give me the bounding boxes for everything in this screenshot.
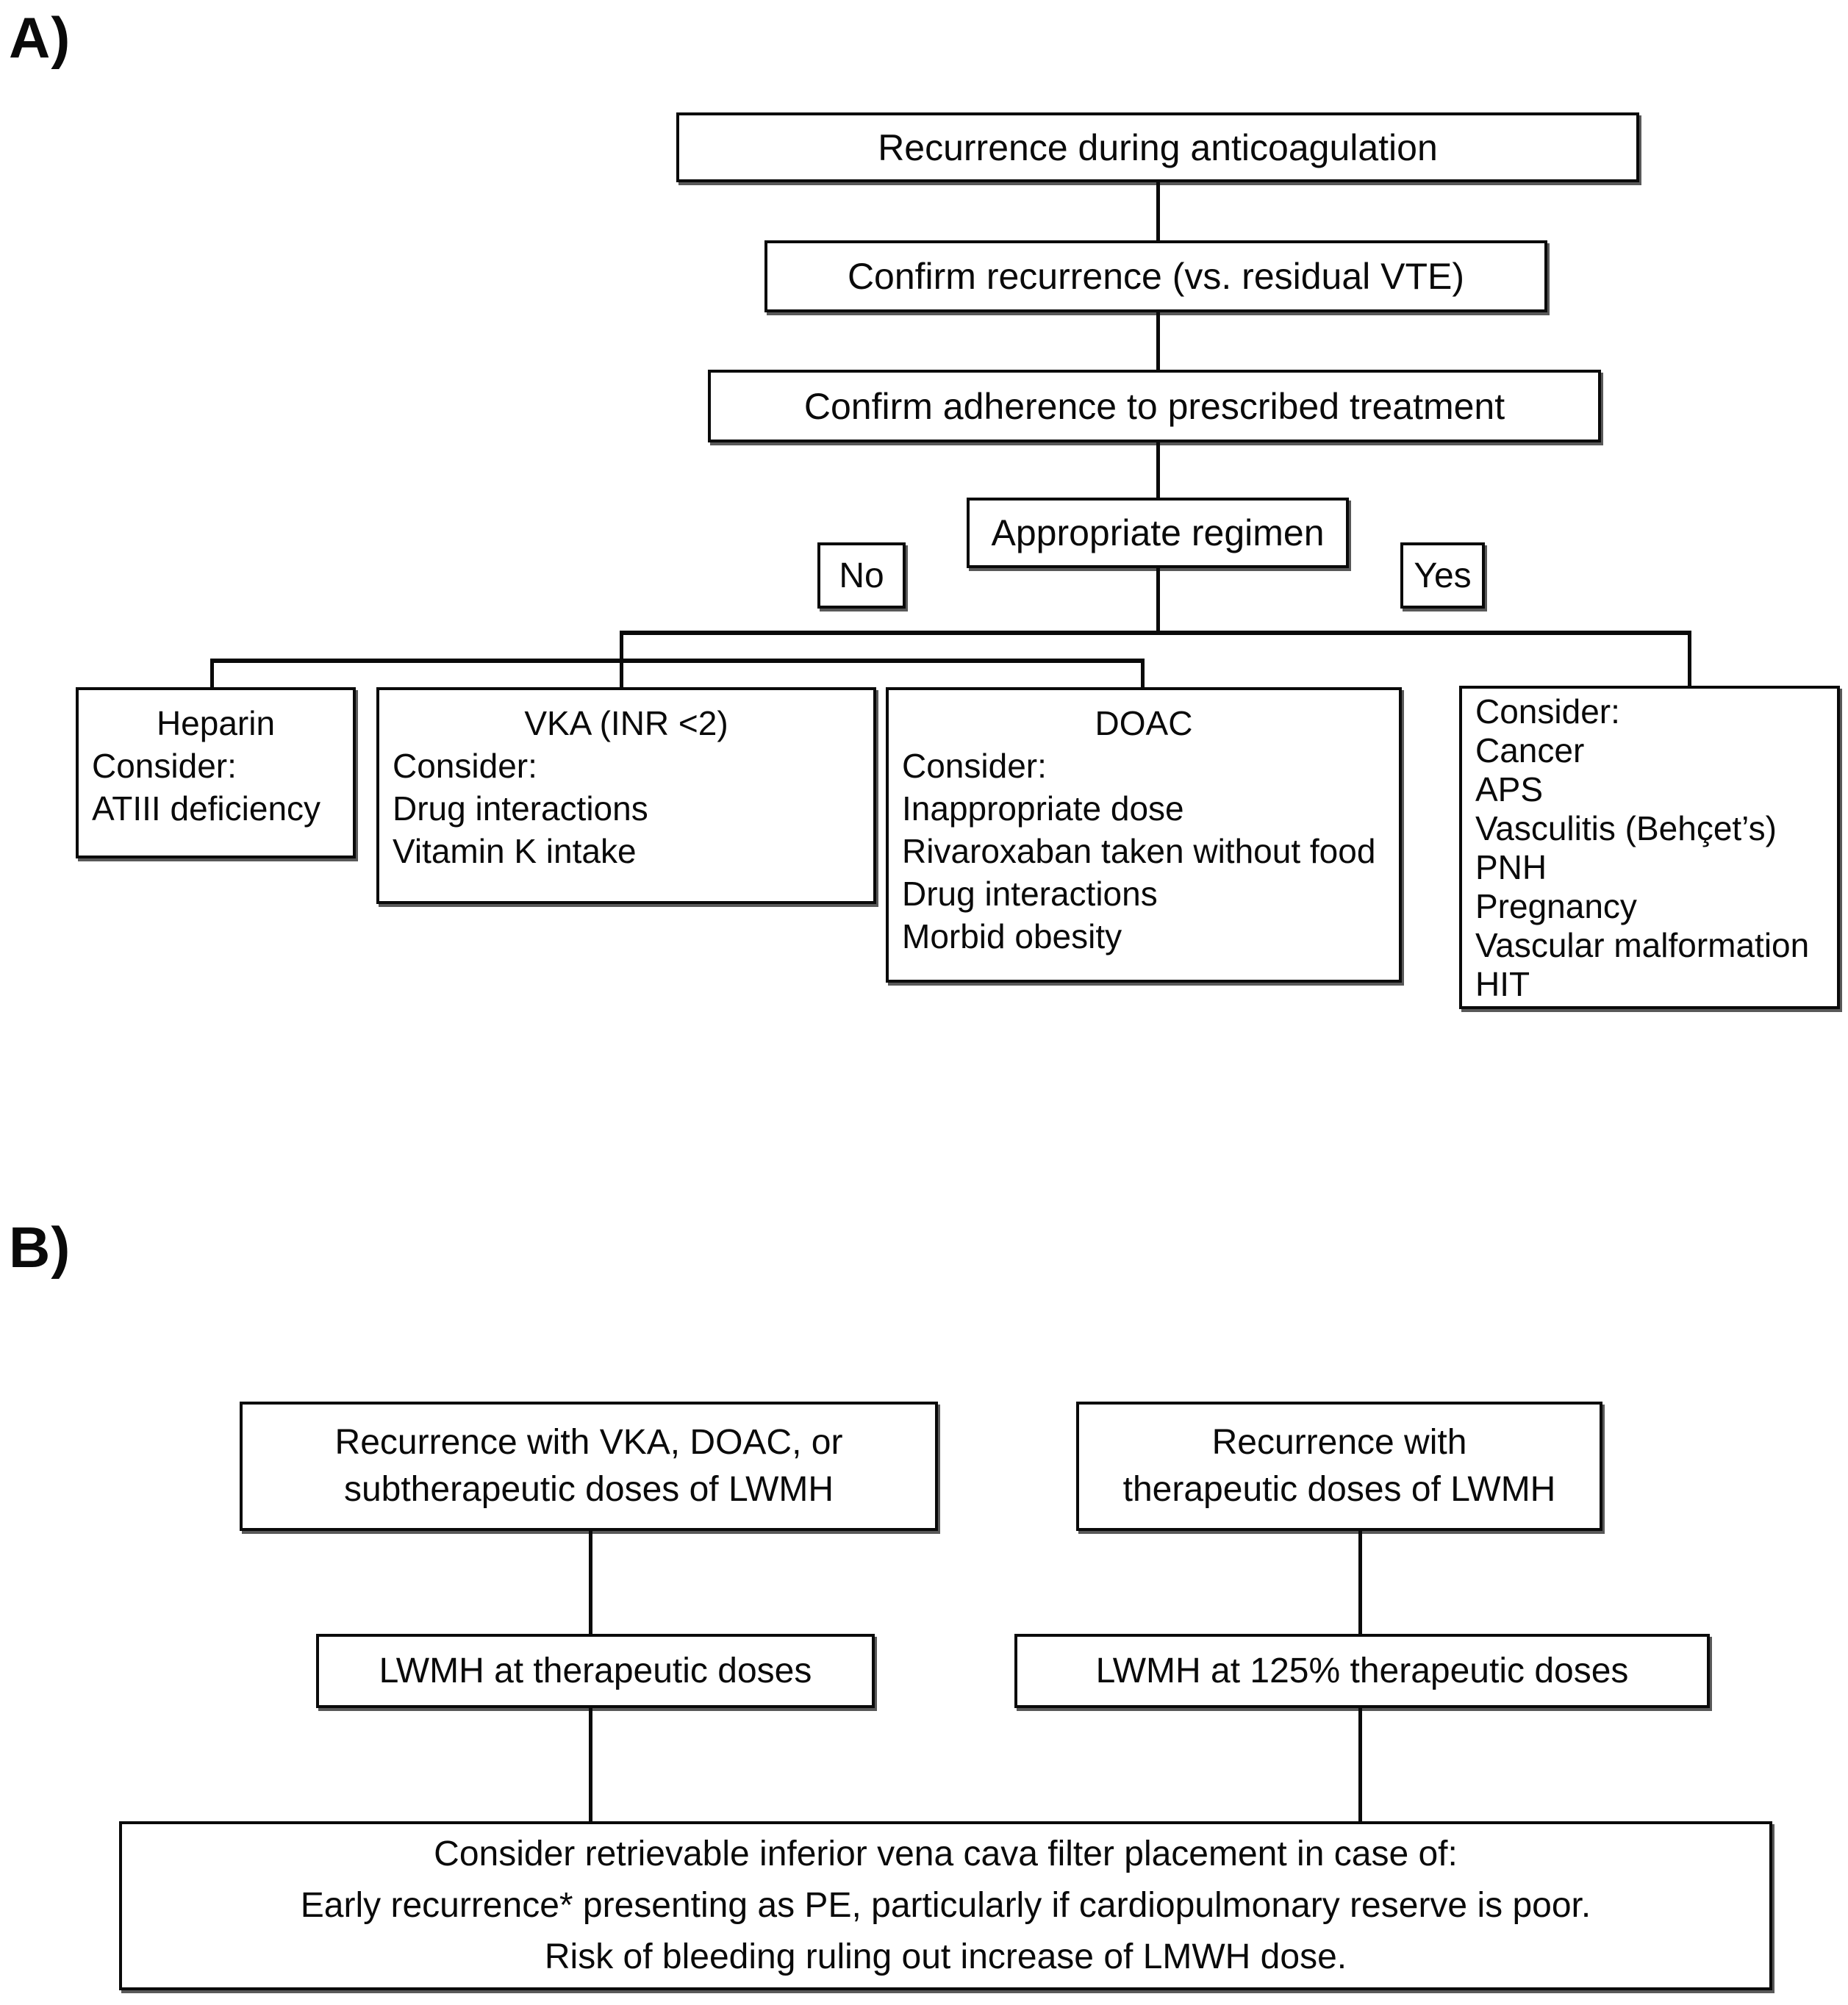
doac-line: Consider: (902, 747, 1047, 785)
box-lwmh-125: LWMH at 125% therapeutic doses (1014, 1634, 1710, 1708)
box-recurrence-subtherapeutic: Recurrence with VKA, DOAC, or subtherape… (240, 1402, 938, 1531)
box-doac: DOAC Consider: Inappropriate dose Rivaro… (886, 687, 1402, 983)
branch-line-lower (210, 659, 1145, 663)
box-confirm-adherence: Confirm adherence to prescribed treatmen… (708, 370, 1601, 442)
doac-title: DOAC (1095, 704, 1193, 742)
connector-a1-a2 (1156, 182, 1160, 240)
box-lwmh-therapeutic: LWMH at therapeutic doses (316, 1634, 875, 1708)
b1-line: Recurrence with VKA, DOAC, or (334, 1423, 843, 1462)
consider-line: PNH (1475, 848, 1547, 886)
connector-to-doac (1141, 659, 1145, 689)
doac-line: Inappropriate dose (902, 789, 1184, 828)
connector-b4-b5 (1358, 1708, 1362, 1821)
consider-line: APS (1475, 770, 1544, 808)
connector-to-heparin (210, 659, 214, 689)
box-vka: VKA (INR <2) Consider: Drug interactions… (376, 687, 876, 904)
consider-line: Cancer (1475, 731, 1585, 770)
panel-a-label: A) (9, 5, 71, 70)
connector-a4-split (1156, 568, 1160, 632)
connector-b3-b5 (589, 1708, 592, 1821)
connector-b2-b4 (1358, 1531, 1362, 1634)
branch-line-upper (621, 631, 1691, 635)
connector-b1-b3 (589, 1531, 592, 1634)
b2-line: therapeutic doses of LWMH (1122, 1470, 1556, 1509)
b5-line: Consider retrievable inferior vena cava … (434, 1834, 1458, 1873)
doac-line: Rivaroxaban taken without food (902, 832, 1376, 870)
connector-yes-branch (1688, 631, 1691, 687)
box-branch-yes: Yes (1400, 542, 1485, 609)
box-confirm-recurrence: Confirm recurrence (vs. residual VTE) (764, 240, 1547, 312)
box-recurrence-during-anticoagulation: Recurrence during anticoagulation (676, 112, 1639, 182)
b5-line: Early recurrence* presenting as PE, part… (300, 1886, 1591, 1925)
heparin-line: ATIII deficiency (92, 789, 321, 828)
b2-line: Recurrence with (1211, 1423, 1467, 1462)
connector-a2-a3 (1156, 312, 1160, 370)
connector-a3-a4 (1156, 442, 1160, 498)
box-ivc-filter: Consider retrievable inferior vena cava … (119, 1821, 1772, 1990)
vka-line: Vitamin K intake (393, 832, 637, 870)
consider-line: HIT (1475, 965, 1530, 1003)
vka-title: VKA (INR <2) (524, 704, 728, 742)
consider-line: Vasculitis (Behçet’s) (1475, 809, 1777, 847)
box-heparin: Heparin Consider: ATIII deficiency (76, 687, 356, 858)
doac-line: Morbid obesity (902, 917, 1122, 955)
heparin-line: Consider: (92, 747, 237, 785)
b1-line: subtherapeutic doses of LWMH (343, 1470, 834, 1509)
doac-line: Drug interactions (902, 875, 1158, 913)
vka-line: Drug interactions (393, 789, 648, 828)
box-branch-no: No (817, 542, 906, 609)
box-yes-consider: Consider: Cancer APS Vasculitis (Behçet’… (1459, 686, 1840, 1009)
consider-line: Vascular malformation (1475, 926, 1810, 964)
heparin-title: Heparin (156, 704, 276, 742)
box-appropriate-regimen: Appropriate regimen (967, 498, 1349, 568)
panel-b-label: B) (9, 1215, 71, 1280)
consider-line: Pregnancy (1475, 887, 1637, 925)
b5-line: Risk of bleeding ruling out increase of … (544, 1937, 1347, 1976)
vka-line: Consider: (393, 747, 537, 785)
consider-line: Consider: (1475, 692, 1620, 731)
box-recurrence-therapeutic: Recurrence with therapeutic doses of LWM… (1076, 1402, 1602, 1531)
